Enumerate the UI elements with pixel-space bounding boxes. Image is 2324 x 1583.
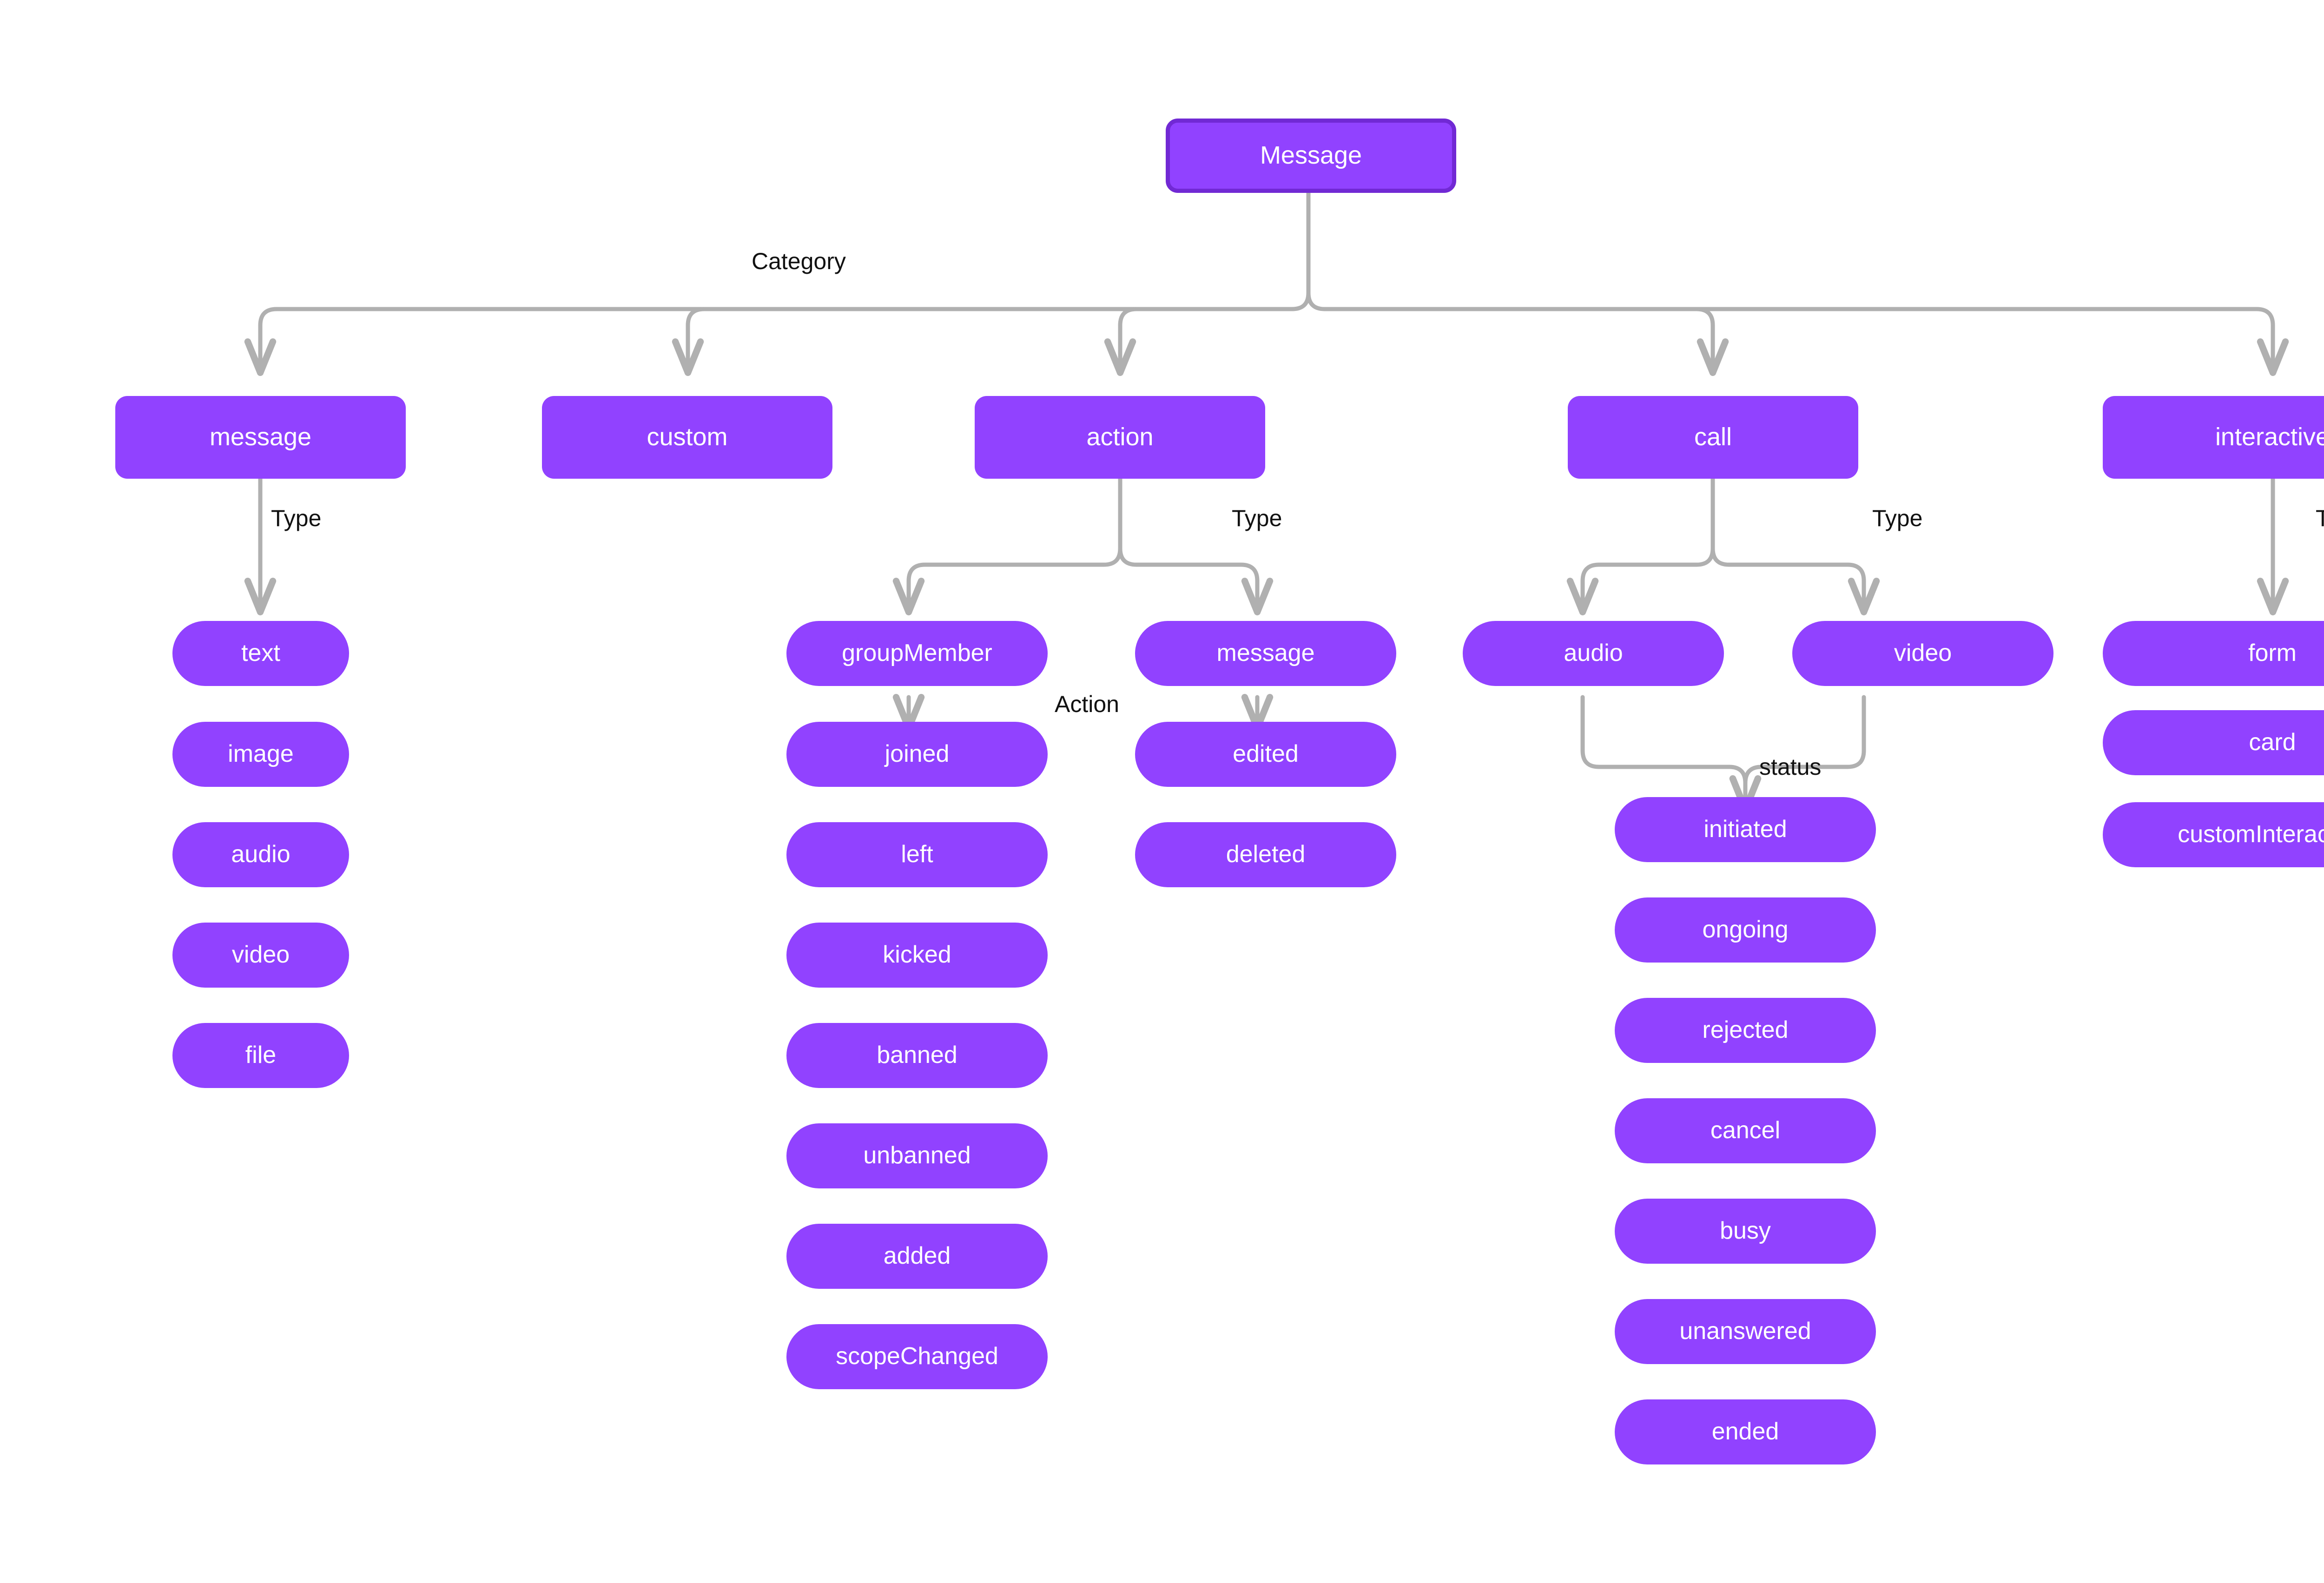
edge-video-status bbox=[1729, 695, 1866, 813]
node-message-type-audio-label: audio bbox=[231, 841, 290, 868]
node-message-type-text[interactable]: text bbox=[172, 621, 349, 686]
node-call-status-initiated-label: initiated bbox=[1703, 816, 1787, 843]
edge-category-message bbox=[244, 307, 1294, 376]
node-groupmember-action-banned[interactable]: banned bbox=[786, 1023, 1048, 1088]
node-message-action-deleted-label: deleted bbox=[1226, 841, 1306, 868]
node-message-type-video[interactable]: video bbox=[172, 923, 349, 988]
node-action-type-groupmember[interactable]: groupMember bbox=[786, 621, 1048, 686]
node-groupmember-action-added[interactable]: added bbox=[786, 1224, 1048, 1289]
node-groupmember-action-added-label: added bbox=[883, 1242, 951, 1270]
node-call-status-ended-label: ended bbox=[1711, 1418, 1779, 1445]
node-groupmember-action-left[interactable]: left bbox=[786, 822, 1048, 887]
edge-root-stem-left bbox=[1290, 191, 1311, 311]
node-message-type-file-label: file bbox=[245, 1042, 277, 1069]
node-message-action-deleted[interactable]: deleted bbox=[1135, 822, 1396, 887]
node-groupmember-action-kicked[interactable]: kicked bbox=[786, 923, 1048, 988]
node-message-type-image[interactable]: image bbox=[172, 722, 349, 787]
edge-label-status: status bbox=[1759, 754, 1822, 780]
node-category-interactive[interactable]: interactive bbox=[2103, 396, 2324, 479]
edge-action-groupmember bbox=[892, 476, 1122, 616]
node-groupmember-action-joined[interactable]: joined bbox=[786, 722, 1048, 787]
node-root-message-label: Message bbox=[1260, 141, 1362, 170]
edge-call-video bbox=[1710, 476, 1880, 616]
edge-category-interactive bbox=[1322, 307, 2289, 376]
edge-category-action bbox=[1104, 307, 1294, 376]
node-groupmember-action-unbanned-label: unbanned bbox=[863, 1142, 971, 1169]
node-category-action[interactable]: action bbox=[975, 396, 1265, 479]
edge-label-action: Action bbox=[1055, 691, 1119, 717]
node-groupmember-action-joined-label: joined bbox=[885, 740, 950, 768]
node-root-message[interactable]: Message bbox=[1166, 119, 1456, 193]
node-call-status-busy[interactable]: busy bbox=[1615, 1199, 1876, 1264]
node-call-type-video-label: video bbox=[1894, 640, 1952, 667]
node-call-status-unanswered[interactable]: unanswered bbox=[1615, 1299, 1876, 1364]
node-category-call[interactable]: call bbox=[1568, 396, 1858, 479]
node-interactive-type-card[interactable]: card bbox=[2103, 710, 2324, 775]
node-category-custom-label: custom bbox=[647, 423, 728, 451]
node-interactive-type-custominteractive[interactable]: customInteractive bbox=[2103, 802, 2324, 867]
node-call-type-video[interactable]: video bbox=[1792, 621, 2053, 686]
node-groupmember-action-left-label: left bbox=[901, 841, 933, 868]
node-action-type-message-label: message bbox=[1216, 640, 1315, 667]
node-category-custom[interactable]: custom bbox=[542, 396, 832, 479]
node-call-type-audio-label: audio bbox=[1564, 640, 1623, 667]
node-call-type-audio[interactable]: audio bbox=[1463, 621, 1724, 686]
node-call-status-cancel-label: cancel bbox=[1710, 1117, 1781, 1144]
node-category-message[interactable]: message bbox=[115, 396, 406, 479]
node-message-action-edited-label: edited bbox=[1233, 740, 1299, 768]
node-message-type-file[interactable]: file bbox=[172, 1023, 349, 1088]
edge-audio-status bbox=[1580, 695, 1762, 813]
edge-category-custom bbox=[672, 307, 1294, 376]
edge-category-call bbox=[1322, 307, 1729, 376]
node-category-message-label: message bbox=[209, 423, 312, 451]
edge-action-message bbox=[1118, 476, 1274, 616]
edge-label-type-interactive: Type bbox=[2316, 505, 2324, 531]
node-interactive-type-custominteractive-label: customInteractive bbox=[2178, 821, 2324, 848]
node-interactive-type-form-label: form bbox=[2248, 640, 2297, 667]
node-category-interactive-label: interactive bbox=[2215, 423, 2324, 451]
node-groupmember-action-scopechanged[interactable]: scopeChanged bbox=[786, 1324, 1048, 1389]
node-interactive-type-form[interactable]: form bbox=[2103, 621, 2324, 686]
edge-label-type-action: Type bbox=[1232, 505, 1282, 531]
node-call-status-cancel[interactable]: cancel bbox=[1615, 1098, 1876, 1163]
node-call-status-ended[interactable]: ended bbox=[1615, 1399, 1876, 1464]
node-message-type-image-label: image bbox=[228, 740, 294, 768]
node-groupmember-action-banned-label: banned bbox=[877, 1042, 957, 1069]
node-message-type-video-label: video bbox=[231, 941, 290, 969]
node-call-status-rejected[interactable]: rejected bbox=[1615, 998, 1876, 1063]
node-call-status-ongoing-label: ongoing bbox=[1702, 916, 1789, 943]
node-call-status-rejected-label: rejected bbox=[1702, 1016, 1789, 1044]
node-message-action-edited[interactable]: edited bbox=[1135, 722, 1396, 787]
node-action-type-groupmember-label: groupMember bbox=[842, 640, 992, 667]
node-call-status-ongoing[interactable]: ongoing bbox=[1615, 897, 1876, 963]
node-groupmember-action-unbanned[interactable]: unbanned bbox=[786, 1123, 1048, 1188]
node-category-call-label: call bbox=[1694, 423, 1732, 451]
node-groupmember-action-kicked-label: kicked bbox=[883, 941, 951, 969]
node-call-status-unanswered-label: unanswered bbox=[1679, 1318, 1811, 1345]
edge-label-type-message: Type bbox=[271, 505, 322, 531]
node-category-action-label: action bbox=[1086, 423, 1154, 451]
node-interactive-type-card-label: card bbox=[2249, 729, 2296, 756]
node-message-type-audio[interactable]: audio bbox=[172, 822, 349, 887]
node-call-status-busy-label: busy bbox=[1720, 1217, 1771, 1245]
edge-call-audio bbox=[1566, 476, 1715, 616]
edge-root-stem-right bbox=[1306, 191, 1327, 311]
node-action-type-message[interactable]: message bbox=[1135, 621, 1396, 686]
node-groupmember-action-scopechanged-label: scopeChanged bbox=[836, 1343, 998, 1370]
node-call-status-initiated[interactable]: initiated bbox=[1615, 797, 1876, 862]
edge-label-type-call: Type bbox=[1872, 505, 1923, 531]
edge-label-category: Category bbox=[752, 248, 846, 274]
node-message-type-text-label: text bbox=[241, 640, 280, 667]
